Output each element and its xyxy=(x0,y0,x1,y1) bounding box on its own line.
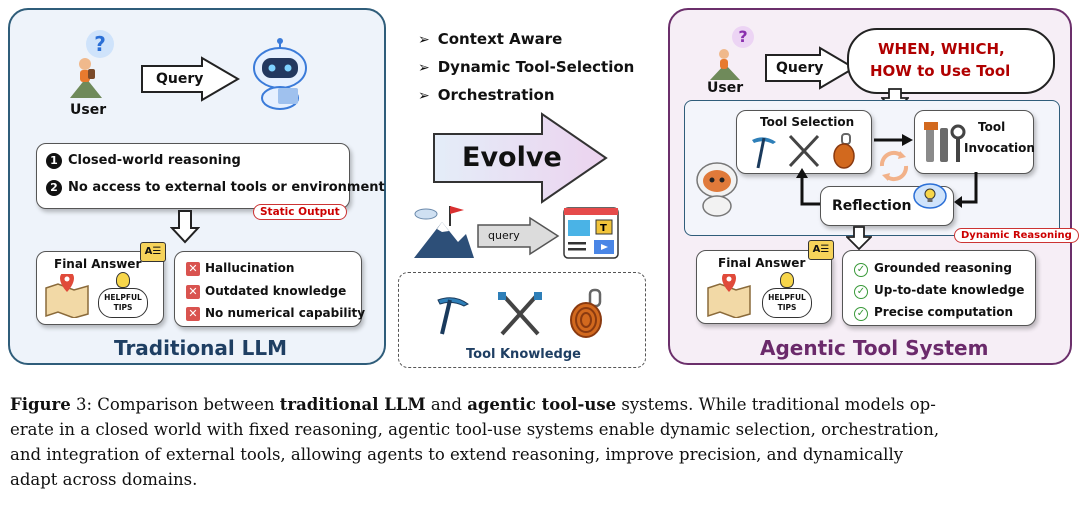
map-icon xyxy=(707,274,751,318)
query-arrow xyxy=(141,56,240,102)
query-label: Query xyxy=(156,71,204,87)
helpful-tips-badge: HELPFUL TIPS xyxy=(762,288,812,318)
x-icon: ✕ xyxy=(186,285,200,299)
static-output-tag: Static Output xyxy=(253,204,347,220)
final-answer-label: Final Answer xyxy=(718,256,806,270)
user-label: User xyxy=(707,80,744,96)
traditional-llm-title: Traditional LLM xyxy=(114,336,288,360)
astronaut-robot-icon xyxy=(696,162,738,217)
mountain-flag-icon xyxy=(414,206,474,258)
question-icon: ? xyxy=(732,26,754,48)
tool-invocation-label: Tool xyxy=(978,120,1006,134)
lightbulb-icon xyxy=(780,272,794,288)
thought-bulb-icon xyxy=(913,183,947,209)
user-label: User xyxy=(70,102,107,118)
svg-text:T: T xyxy=(600,223,607,234)
x-icon: ✕ xyxy=(186,262,200,276)
reflection-label: Reflection xyxy=(832,198,912,214)
tool-knowledge-box xyxy=(398,272,646,368)
limitations-box xyxy=(36,143,350,209)
query-label: Query xyxy=(776,60,824,76)
helpful-tips-badge: HELPFUL TIPS xyxy=(98,288,148,318)
caption-line: adapt across domains. xyxy=(10,470,198,489)
trekking-poles-icon xyxy=(498,292,542,336)
benefits-box xyxy=(842,250,1036,326)
cycle-arrows-icon xyxy=(879,150,909,182)
tool-selection-label: Tool Selection xyxy=(760,115,855,129)
answer-doc-icon: A☰ xyxy=(808,240,834,260)
issues-box xyxy=(174,251,362,327)
down-arrow xyxy=(846,226,872,250)
caption-line: and integration of external tools, allow… xyxy=(10,445,904,464)
down-arrow xyxy=(170,210,200,244)
benefit-item: ✓Grounded reasoning xyxy=(854,261,1012,277)
issue-item: ✕Hallucination xyxy=(186,261,294,276)
benefit-item: ✓Precise computation xyxy=(854,305,1013,321)
evolve-arrow xyxy=(433,112,608,204)
environment-screen-icon: T xyxy=(563,207,619,259)
check-icon: ✓ xyxy=(854,263,868,277)
x-icon: ✕ xyxy=(186,307,200,321)
query-arrow-middle xyxy=(477,216,560,256)
tool-invocation-label: Invocation xyxy=(964,141,1035,155)
benefit-item: ✓Up-to-date knowledge xyxy=(854,283,1024,299)
check-icon: ✓ xyxy=(854,307,868,321)
bubble-line: WHEN, WHICH, xyxy=(878,40,1005,58)
question-icon: ? xyxy=(86,30,114,58)
feature-bullet: ➢Context Aware xyxy=(418,30,563,48)
answer-doc-icon: A☰ xyxy=(140,242,166,262)
evolve-label: Evolve xyxy=(462,142,562,173)
lightbulb-icon xyxy=(116,272,130,288)
robot-icon xyxy=(253,38,307,110)
issue-item: ✕Outdated knowledge xyxy=(186,284,346,299)
map-icon xyxy=(45,274,89,318)
invocation-to-reflection-arrow xyxy=(954,172,978,208)
user-hiker-icon xyxy=(70,58,102,98)
tool-knowledge-label: Tool Knowledge xyxy=(466,347,581,362)
rope-icon xyxy=(570,288,602,338)
user-hiker-icon xyxy=(710,49,740,80)
bubble-line: HOW to Use Tool xyxy=(870,62,1011,80)
query-label-middle: query xyxy=(488,229,520,242)
feature-bullet: ➢Orchestration xyxy=(418,86,555,104)
agentic-tool-system-title: Agentic Tool System xyxy=(760,336,989,360)
when-which-how-bubble xyxy=(847,28,1055,94)
feature-bullet: ➢Dynamic Tool-Selection xyxy=(418,58,635,76)
check-icon: ✓ xyxy=(854,285,868,299)
figure-caption: Figure 3: Comparison between traditional… xyxy=(10,392,1072,492)
query-arrow xyxy=(765,46,856,90)
caption-line: erate in a closed world with fixed reaso… xyxy=(10,420,940,439)
number-badge: 2 xyxy=(46,180,62,196)
number-badge: 1 xyxy=(46,153,62,169)
final-answer-label: Final Answer xyxy=(54,257,142,271)
selection-to-invocation-arrow xyxy=(874,134,913,146)
issue-item: ✕No numerical capability xyxy=(186,306,365,321)
tool-selection-icons xyxy=(752,133,855,169)
dynamic-reasoning-tag: Dynamic Reasoning xyxy=(954,228,1079,243)
ice-axe-icon xyxy=(437,297,469,335)
tools-icon xyxy=(924,122,966,162)
caption-line: Figure 3: Comparison between traditional… xyxy=(10,395,936,414)
reflection-to-selection-arrow xyxy=(796,168,820,206)
